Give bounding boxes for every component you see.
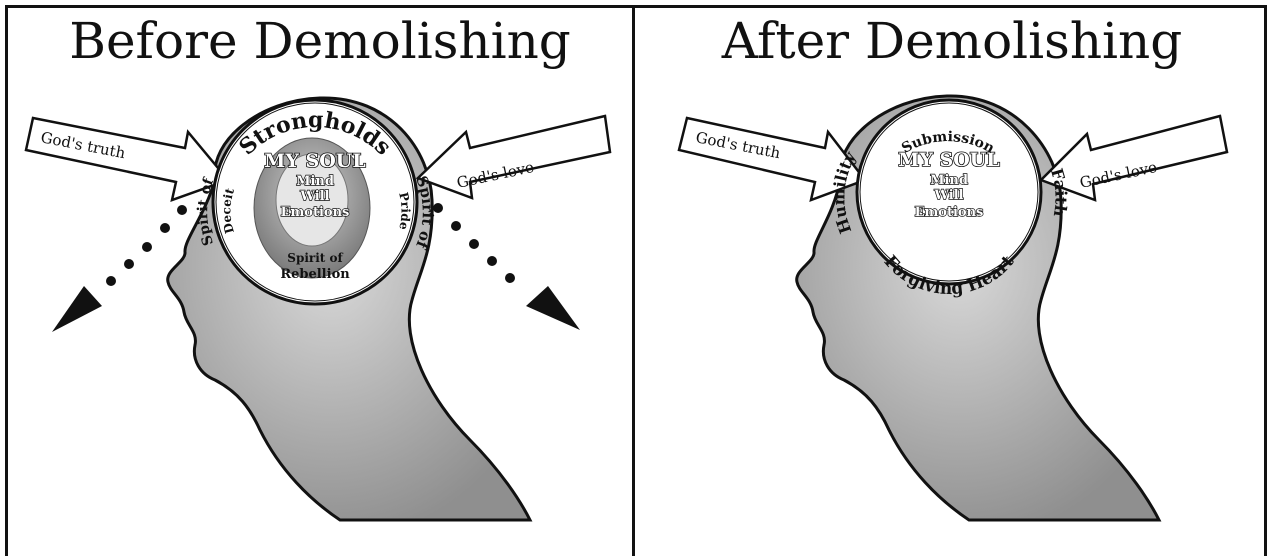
soul-line-mind: Mind — [296, 174, 334, 189]
before-illustration: God's truth God's love MY SOUL Mind Will… — [0, 0, 632, 556]
soul-line-will: Will — [933, 188, 963, 203]
soul-title: MY SOUL — [264, 150, 365, 172]
gods-love-arrow: God's love — [418, 116, 610, 198]
gods-truth-arrow: God's truth — [679, 118, 865, 200]
deflect-arrow-right — [433, 203, 580, 330]
soul-line-emotions: Emotions — [915, 205, 984, 220]
gods-truth-arrow: God's truth — [26, 118, 228, 200]
soul-line-mind: Mind — [930, 173, 968, 188]
deflect-arrow-left — [52, 205, 187, 332]
ring-spirit-of-rebellion-2: Rebellion — [280, 267, 350, 282]
ring-spirit-of-rebellion-1: Spirit of — [287, 251, 343, 265]
after-illustration: God's truth God's love MY SOUL Mind Will… — [635, 0, 1267, 556]
soul-line-emotions: Emotions — [281, 205, 350, 220]
soul-line-will: Will — [299, 189, 329, 204]
